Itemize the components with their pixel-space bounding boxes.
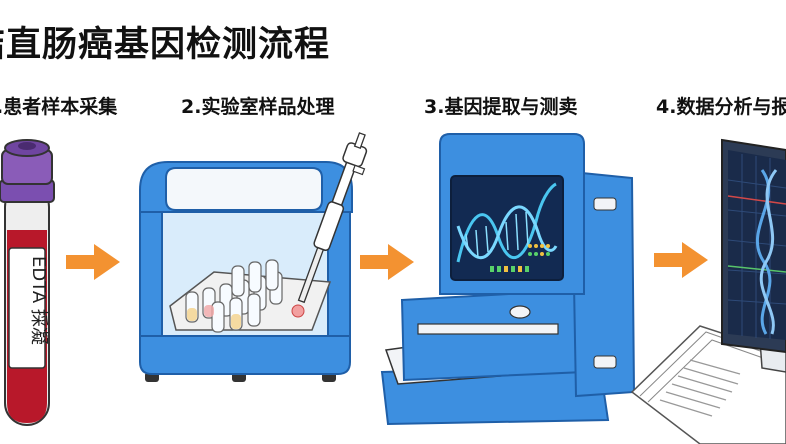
arrow-right-icon [66,244,120,280]
step-4-label: 4.数据分析与报 [656,96,786,118]
arrow-right-icon [654,242,708,278]
tube-label-text: EDTA 採凝 [28,256,49,345]
step-2-label: 2.实验室样品处理 [181,96,335,118]
arrow-right-icon [360,244,414,280]
step-3-label: 3.基因提取与测卖 [424,96,578,118]
step-1-label: .患者样本采集 [0,96,118,118]
page-title: 结直肠癌基因检测流程 [0,25,331,65]
